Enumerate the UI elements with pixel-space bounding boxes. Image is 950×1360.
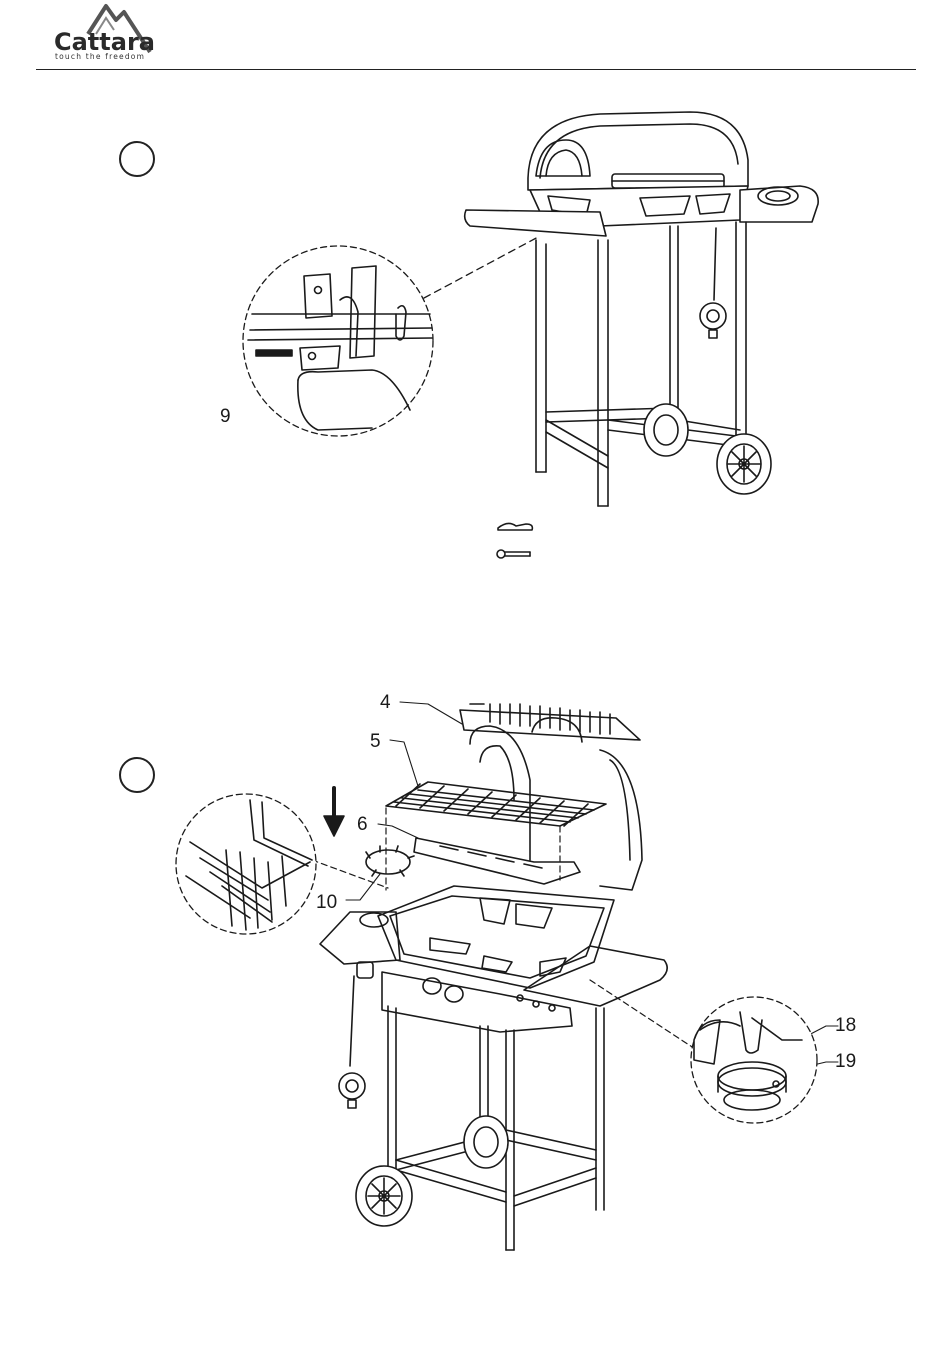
part-label-9: 9 bbox=[220, 407, 231, 426]
part-label-6: 6 bbox=[357, 815, 368, 834]
down-arrow-icon bbox=[324, 788, 344, 836]
igniter-detail-view bbox=[691, 997, 817, 1123]
part-label-18: 18 bbox=[835, 1016, 856, 1035]
r-clip-icon bbox=[498, 523, 532, 530]
part-label-19: 19 bbox=[835, 1052, 856, 1071]
part-label-5: 5 bbox=[370, 732, 381, 751]
part-label-10: 10 bbox=[316, 893, 337, 912]
grill-assembled-closed bbox=[465, 112, 819, 506]
grill-exploded-open bbox=[320, 704, 667, 1250]
part-label-4: 4 bbox=[380, 693, 391, 712]
pin-icon bbox=[497, 550, 530, 558]
grid-detail-view bbox=[176, 794, 316, 934]
hinge-detail-view bbox=[243, 246, 433, 436]
